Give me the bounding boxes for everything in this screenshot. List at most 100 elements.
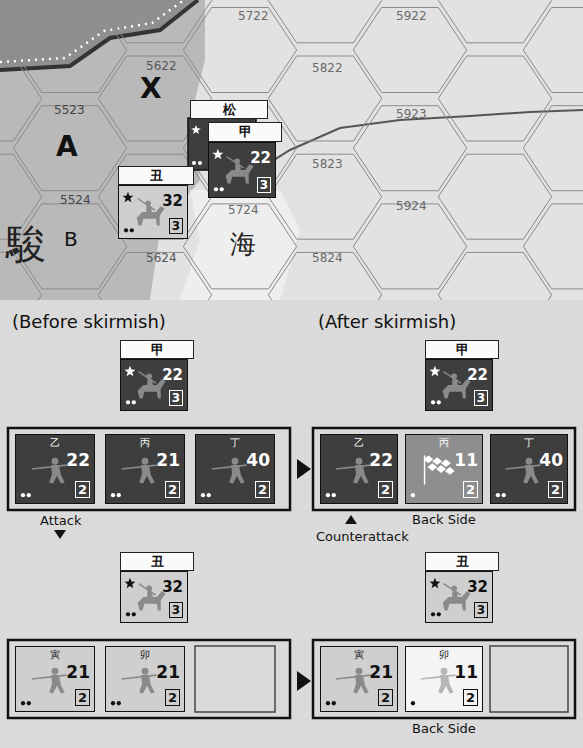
strength-value: 22 — [369, 452, 393, 469]
drawn-circle — [332, 493, 336, 497]
strength-value: 21 — [156, 452, 180, 469]
note-label: Back Side — [412, 722, 476, 736]
drawn-circle — [132, 400, 136, 404]
drawn-circle — [356, 458, 363, 465]
hex-number: 5624 — [146, 252, 177, 265]
drawn-path — [443, 591, 471, 610]
drawn-polygon — [268, 56, 381, 141]
unit-counter: 卯112 — [405, 646, 483, 712]
strength-value: 22 — [162, 368, 183, 383]
drawn-g — [138, 372, 166, 399]
drawn-circle — [27, 701, 31, 705]
drawn-line — [336, 465, 371, 469]
drawn-circle — [111, 493, 115, 497]
leader-tag: 甲 — [425, 340, 499, 359]
leader-counter: 323 — [120, 571, 188, 623]
drawn-circle — [431, 400, 435, 404]
stack-frame — [313, 640, 575, 718]
leader-name: 丑 — [119, 169, 193, 182]
map-label: 駿 — [6, 222, 46, 266]
drawn-line — [138, 199, 155, 211]
move-value: 3 — [169, 602, 183, 618]
drawn-g — [336, 458, 371, 484]
map — [0, 0, 583, 300]
drawn-circle — [130, 228, 134, 232]
hex-number: 5523 — [54, 104, 85, 117]
drawn-circle — [142, 458, 149, 465]
drawn-polygon — [353, 106, 466, 191]
drawn-circle — [201, 493, 205, 497]
drawn-g — [424, 455, 455, 484]
drawn-circle — [111, 701, 115, 705]
unit-counter: 丁402 — [195, 434, 275, 504]
note-label: Attack — [40, 514, 82, 528]
drawn-path — [139, 675, 155, 693]
drawn-polygon — [13, 8, 126, 93]
drawn-path — [49, 675, 65, 693]
drawn-polygon — [0, 0, 42, 43]
drawn-path — [226, 164, 254, 183]
drawn-circle — [117, 701, 121, 705]
drawn-circle — [326, 493, 330, 497]
drawn-line — [444, 372, 461, 384]
map-ground — [0, 0, 583, 300]
right-arrow — [297, 459, 311, 479]
drawn-polygon — [124, 366, 135, 376]
drawn-path — [353, 465, 369, 483]
unit-name: 卯 — [406, 650, 482, 660]
drawn-circle — [126, 612, 130, 616]
leader-tag: 丑 — [425, 552, 499, 571]
map-label: A — [56, 132, 78, 163]
drawn-polygon — [438, 0, 551, 43]
move-value: 2 — [255, 481, 270, 498]
strength-value: 22 — [250, 151, 271, 166]
map-label: 海 — [230, 230, 256, 259]
move-value: 2 — [75, 481, 90, 498]
unit-name: 寅 — [16, 650, 94, 660]
hex-number: 5823 — [312, 158, 343, 171]
leader-tag: 松 — [190, 100, 268, 119]
note-label: (After skirmish) — [318, 312, 456, 332]
drawn-polygon — [98, 0, 211, 43]
strength-value: 40 — [246, 452, 270, 469]
drawn-circle — [198, 161, 202, 165]
drawn-g — [122, 668, 157, 694]
leader-counter: 223 — [425, 359, 493, 411]
move-value: 3 — [169, 390, 183, 406]
drawn-polygon — [438, 252, 551, 300]
dotted-road — [0, 0, 184, 62]
drawn-polygon — [353, 8, 466, 93]
drawn-path — [353, 675, 369, 693]
hex-number: 5622 — [146, 60, 177, 73]
drawn-circle — [232, 458, 239, 465]
drawn-g — [138, 584, 166, 611]
drawn-circle — [356, 668, 363, 675]
unit-name: 乙 — [321, 438, 397, 448]
drawn-line — [421, 675, 456, 679]
hex-number: 5724 — [228, 204, 259, 217]
drawn-circle — [502, 493, 506, 497]
leader-counter: 223 — [208, 142, 276, 198]
move-value: 2 — [75, 689, 90, 706]
down-triangle — [54, 530, 66, 539]
note-label: Counterattack — [316, 530, 409, 544]
drawn-line — [139, 584, 156, 596]
move-value: 2 — [548, 481, 563, 498]
drawn-line — [122, 465, 157, 469]
drawn-path — [138, 379, 166, 398]
drawn-circle — [214, 187, 218, 191]
unit-counter: 丙212 — [105, 434, 185, 504]
drawn-polygon — [268, 252, 381, 300]
empty-slot — [195, 646, 275, 712]
drawn-line — [227, 157, 244, 169]
leader-counter: 323 — [425, 571, 493, 623]
strength-value: 32 — [162, 580, 183, 595]
strength-value: 21 — [66, 664, 90, 681]
map-label: X — [140, 74, 162, 105]
drawn-circle — [411, 493, 415, 497]
leader-tag: 丑 — [118, 166, 194, 185]
note-label: Back Side — [412, 513, 476, 527]
drawn-polygon — [183, 204, 296, 289]
unit-counter: 丁402 — [490, 434, 568, 504]
